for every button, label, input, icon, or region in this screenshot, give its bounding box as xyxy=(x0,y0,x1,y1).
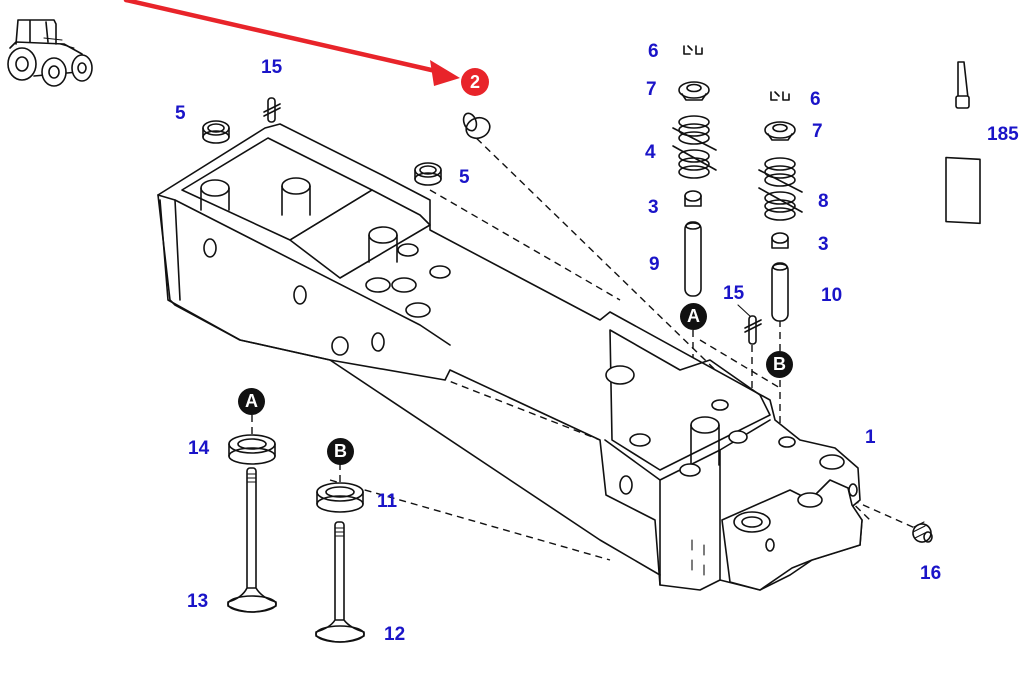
ref-marker-b-upper: B xyxy=(766,351,793,378)
spring-4 xyxy=(672,115,717,179)
part-5-seal-mid xyxy=(414,162,442,186)
callout-9[interactable]: 9 xyxy=(649,254,660,275)
valve-seat-14 xyxy=(228,434,276,465)
part-2-plug xyxy=(462,112,491,140)
callout-16[interactable]: 16 xyxy=(920,563,942,584)
ref-marker-b-lower: B xyxy=(327,438,354,465)
callout-13[interactable]: 13 xyxy=(187,591,209,612)
callout-5-mid[interactable]: 5 xyxy=(459,167,470,188)
ref-marker-a-upper: A xyxy=(680,303,707,330)
callout-7-left[interactable]: 7 xyxy=(646,79,657,100)
callout-6-right[interactable]: 6 xyxy=(810,89,821,110)
tractor-icon xyxy=(7,19,93,87)
callout-3-right[interactable]: 3 xyxy=(818,234,829,255)
callout-4[interactable]: 4 xyxy=(645,142,656,163)
callout-11[interactable]: 11 xyxy=(377,491,398,512)
callout-1[interactable]: 1 xyxy=(865,427,876,448)
callout-185[interactable]: 185 xyxy=(987,124,1019,145)
callout-14[interactable]: 14 xyxy=(188,438,210,459)
highlight-badge-2[interactable]: 2 xyxy=(461,68,489,96)
valve-seat-11 xyxy=(316,482,364,513)
cylinder-head xyxy=(157,123,863,591)
part-16-plug xyxy=(912,521,933,543)
left-valve-stack xyxy=(672,45,717,297)
callout-5-left[interactable]: 5 xyxy=(175,103,186,124)
right-valve-stack xyxy=(758,91,803,322)
part-15-pin-mid xyxy=(737,304,762,345)
callout-7-right[interactable]: 7 xyxy=(812,121,823,142)
valve-12 xyxy=(315,521,365,643)
callout-3-left[interactable]: 3 xyxy=(648,197,659,218)
callout-8[interactable]: 8 xyxy=(818,191,829,212)
part-5-seal-left xyxy=(202,120,230,144)
callout-15-mid[interactable]: 15 xyxy=(723,283,745,304)
callout-6-left[interactable]: 6 xyxy=(648,41,659,62)
callout-12[interactable]: 12 xyxy=(384,624,406,645)
part-15-pin-top xyxy=(263,97,281,123)
callout-10[interactable]: 10 xyxy=(821,285,843,306)
valve-13 xyxy=(227,467,277,613)
ref-marker-a-lower: A xyxy=(238,388,265,415)
highlight-arrow xyxy=(123,0,460,86)
sealant-bottle xyxy=(945,61,981,225)
callout-15-top[interactable]: 15 xyxy=(261,57,283,78)
spring-8 xyxy=(758,157,803,221)
